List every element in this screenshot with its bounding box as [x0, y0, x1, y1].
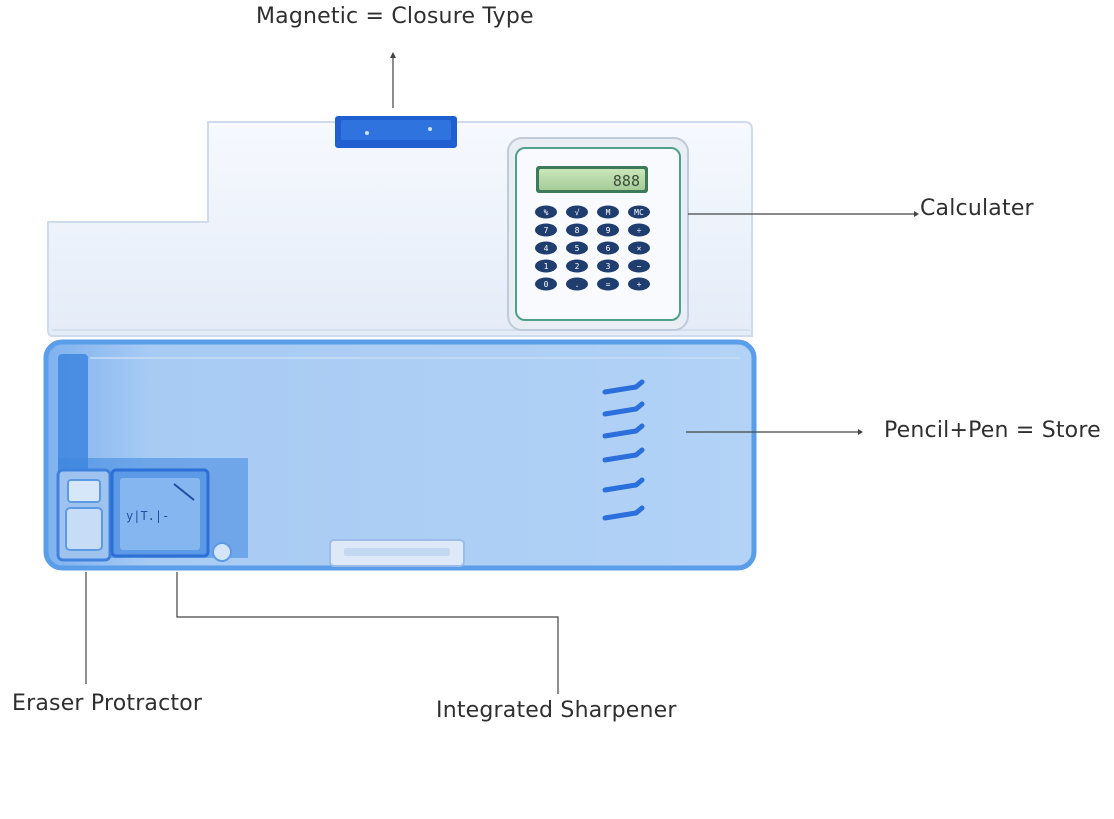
svg-text:y|T.|-: y|T.|- — [126, 509, 169, 523]
calculator-key-label: 3 — [606, 262, 611, 271]
pen-storage-label: Pencil+Pen = Store — [884, 418, 1101, 443]
calculator-key — [566, 223, 588, 237]
svg-text:888: 888 — [613, 172, 640, 190]
calculator-key-label: + — [637, 280, 642, 289]
calculator-key — [628, 241, 650, 255]
calculator-key — [566, 277, 588, 291]
pen-slots — [602, 379, 645, 521]
calculator-label: Calculater — [920, 196, 1034, 221]
calculator-key-label: 5 — [575, 244, 580, 253]
calculator-key-label: 6 — [606, 244, 611, 253]
calculator-key-label: % — [544, 208, 549, 217]
calculator-key — [597, 277, 619, 291]
calculator-key — [535, 205, 557, 219]
calculator-key-label: ÷ — [637, 226, 642, 235]
calculator-key-label: √ — [575, 208, 580, 217]
calculator-illustration: 888 % √ M MC 7 8 9 ÷ 4 5 6 × 1 2 3 − 0. = + — [507, 137, 689, 331]
calculator-key — [535, 277, 557, 291]
calculator-key-label: 2 — [575, 262, 580, 271]
sharpener-compartment: y|T.|- — [110, 468, 232, 562]
calculator-key-label: . — [575, 280, 580, 289]
calculator-key — [597, 259, 619, 273]
calculator-key-label: × — [637, 244, 642, 253]
calculator-key — [566, 241, 588, 255]
calculator-key-label: M — [606, 208, 611, 217]
calculator-key — [628, 205, 650, 219]
closure-type-label: Magnetic = Closure Type — [256, 4, 534, 29]
calculator-key — [628, 277, 650, 291]
calculator-key-label: 8 — [575, 226, 580, 235]
calculator-key-label: 7 — [544, 226, 549, 235]
calculator-key — [628, 223, 650, 237]
calculator-key — [535, 223, 557, 237]
calculator-key-label: 1 — [544, 262, 549, 271]
calculator-key-label: MC — [634, 208, 644, 217]
calculator-key-label: − — [637, 262, 642, 271]
eraser-compartment — [56, 468, 112, 562]
calculator-key-label: 9 — [606, 226, 611, 235]
calculator-key — [566, 259, 588, 273]
calculator-key-label: 0 — [544, 280, 549, 289]
calculator-key — [628, 259, 650, 273]
calculator-key — [535, 241, 557, 255]
calculator-key — [597, 205, 619, 219]
calculator-key — [535, 259, 557, 273]
calculator-key-label: = — [606, 280, 611, 289]
eraser-protractor-label: Eraser Protractor — [12, 691, 203, 716]
calculator-key — [597, 241, 619, 255]
calculator-key-label: 4 — [544, 244, 549, 253]
calculator-key — [566, 205, 588, 219]
calculator-key — [597, 223, 619, 237]
sharpener-label: Integrated Sharpener — [436, 698, 677, 723]
